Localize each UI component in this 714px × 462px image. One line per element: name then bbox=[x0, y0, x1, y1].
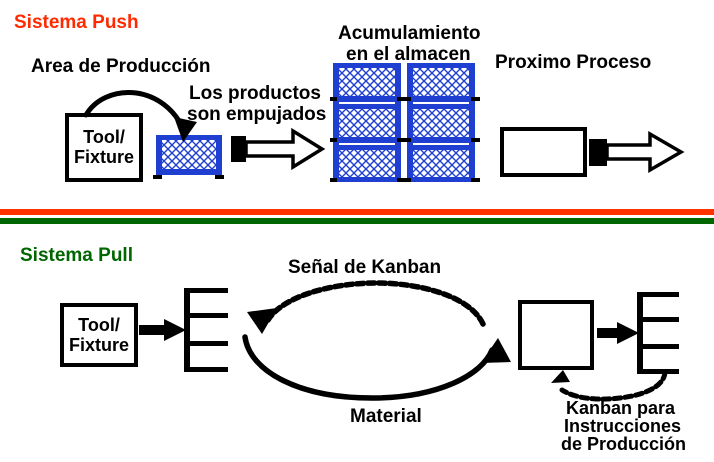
push-block-arrow-to-warehouse-icon bbox=[231, 127, 326, 171]
material-label: Material bbox=[350, 406, 422, 427]
divider-band-green bbox=[0, 218, 714, 224]
push-tool-fixture-line1: Tool/ bbox=[83, 127, 125, 147]
kanban-signal-label: Señal de Kanban bbox=[288, 257, 442, 278]
material-arc-icon bbox=[242, 334, 511, 401]
warehouse-accumulation-label-line2: en el almacen bbox=[346, 44, 471, 65]
pull-left-shelf-rack-icon bbox=[184, 288, 228, 372]
kanban-feedback-arrow-icon bbox=[551, 369, 668, 402]
production-area-label: Area de Producción bbox=[31, 56, 211, 77]
push-system-title: Sistema Push bbox=[14, 12, 139, 33]
pull-tool-to-shelf-arrow-icon bbox=[139, 319, 186, 341]
pull-right-shelf-rack-icon bbox=[637, 292, 679, 374]
next-process-label: Proximo Proceso bbox=[495, 52, 652, 73]
warehouse-rack-left bbox=[330, 61, 406, 183]
kanban-instructions-line3: de Producción bbox=[561, 434, 687, 454]
next-process-box bbox=[500, 127, 587, 177]
push-tool-fixture-box: Tool/ Fixture bbox=[65, 113, 143, 182]
kanban-signal-arc-icon bbox=[247, 280, 486, 334]
warehouse-rack-right bbox=[404, 61, 480, 183]
push-tool-fixture-line2: Fixture bbox=[73, 147, 134, 167]
pull-tool-fixture-line1: Tool/ bbox=[78, 315, 120, 335]
divider-band-red bbox=[0, 209, 714, 215]
pull-process-to-shelf-arrow-icon bbox=[597, 322, 639, 344]
products-pushed-label-line2: son empujados bbox=[187, 104, 327, 125]
pull-system-title: Sistema Pull bbox=[20, 245, 133, 266]
push-small-rack bbox=[152, 133, 226, 181]
kanban-instructions-line1: Kanban para bbox=[566, 398, 676, 418]
pull-tool-fixture-box: Tool/ Fixture bbox=[60, 303, 138, 367]
pull-process-box bbox=[518, 300, 594, 370]
pull-tool-fixture-line2: Fixture bbox=[68, 335, 129, 355]
push-block-arrow-to-next-icon bbox=[589, 130, 685, 174]
kanban-instructions-line2: Instrucciones bbox=[564, 416, 682, 436]
products-pushed-label-line1: Los productos bbox=[189, 83, 321, 104]
warehouse-accumulation-label-line1: Acumulamiento bbox=[338, 23, 481, 44]
